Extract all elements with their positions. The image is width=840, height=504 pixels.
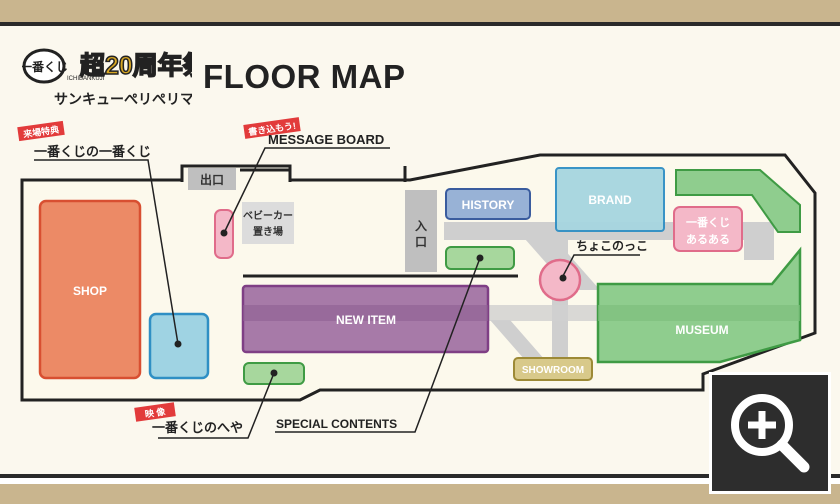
message-board-label: MESSAGE BOARD (268, 132, 384, 147)
logo-line1: 一番くじ (22, 59, 68, 74)
history-area[interactable] (445, 188, 531, 220)
stroller-label-2: 置き場 (253, 225, 283, 238)
stroller-area (242, 202, 294, 244)
logo-line2: サンキューぺリぺリマッチ (54, 91, 192, 107)
entrance-label-2: 口 (415, 235, 427, 249)
bonus-tag-label: 来場特典 (21, 124, 59, 140)
logo-line1-sub: ICHIBANKUJI (67, 76, 105, 82)
callout-dots (174, 229, 567, 377)
callout-lines (34, 147, 640, 439)
museum-label: MUSEUM (675, 323, 728, 337)
brand-area[interactable] (555, 167, 665, 232)
ichiban-of-ichiban-label: 一番くじの一番くじ (34, 144, 151, 159)
exit-marker (188, 168, 236, 190)
bonus-tag (17, 120, 65, 142)
entrance-marker (405, 190, 437, 272)
new-item-band (243, 305, 488, 321)
showroom-area[interactable] (513, 357, 593, 381)
museum-corridor (675, 169, 801, 233)
aruaru-label-1: 一番くじ (686, 215, 730, 229)
museum-band (598, 305, 800, 321)
aruaru-area[interactable] (673, 206, 743, 252)
video-tag (134, 402, 176, 422)
zoom-in-icon (731, 394, 810, 473)
ichiban-room-label: 一番くじのへや (152, 420, 243, 435)
new-item-label: NEW ITEM (336, 313, 396, 327)
page-title: FLOOR MAP (203, 58, 406, 95)
showroom-label: SHOWROOM (522, 365, 584, 376)
logo-big: 超20周年祭 (80, 51, 192, 80)
top-border (0, 0, 840, 22)
history-label: HISTORY (462, 198, 515, 212)
video-tag-label: 映 像 (144, 405, 167, 419)
brand-label: BRAND (588, 193, 632, 207)
write-tag (243, 117, 301, 139)
exit-label: 出口 (200, 172, 224, 187)
shop-area[interactable] (38, 199, 142, 380)
top-rule (0, 22, 840, 26)
bottom-border (0, 484, 840, 504)
stroller-label-1: ベビーカー (243, 209, 293, 222)
shop-label: SHOP (73, 284, 107, 298)
bottom-rule (0, 474, 840, 478)
chokonokko-label: ちょこのっこ (576, 239, 648, 253)
entrance-label-1: 入 (415, 219, 427, 233)
event-logo: 一番くじ ICHIBANKUJI 超20周年祭 サンキューぺリぺリマッチ (22, 48, 192, 107)
chokonokko-spot[interactable] (538, 258, 582, 302)
aruaru-label-2: あるある (686, 233, 730, 246)
zoom-button[interactable] (709, 372, 831, 494)
special-contents-label: SPECIAL CONTENTS (276, 417, 397, 431)
